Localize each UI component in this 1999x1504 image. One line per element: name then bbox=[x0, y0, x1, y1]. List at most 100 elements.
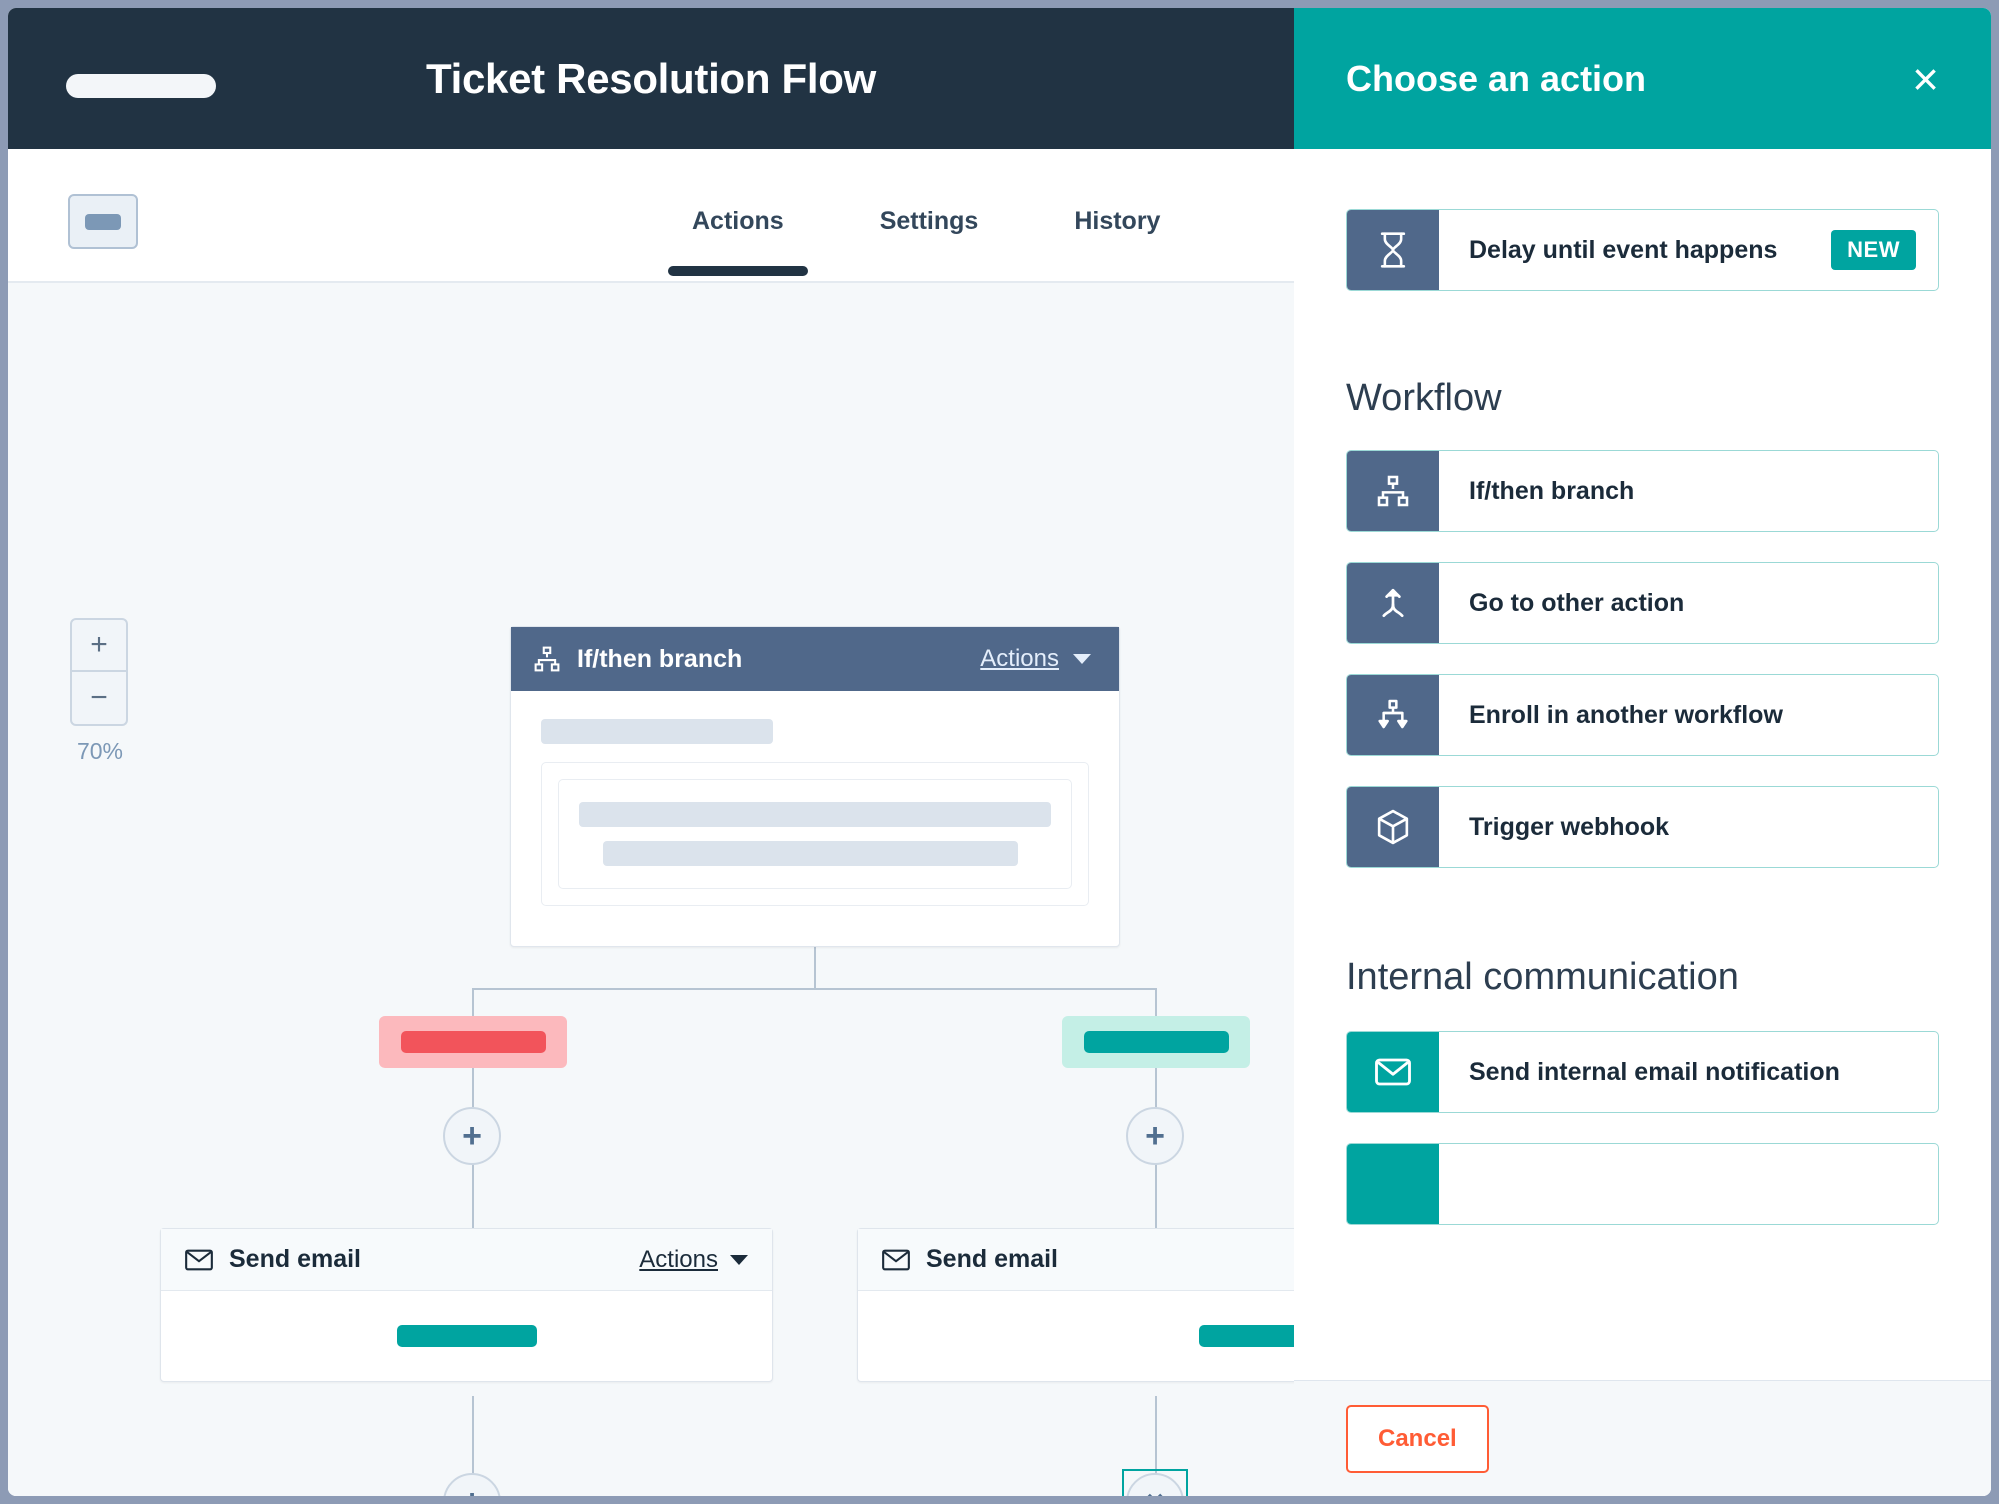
send-email-card-left-title: Send email bbox=[229, 1245, 361, 1273]
group-title-workflow: Workflow bbox=[1346, 377, 1502, 419]
workflow-canvas[interactable]: + − 70% bbox=[8, 283, 1294, 1496]
send-email-card-left[interactable]: Send email Actions bbox=[160, 1228, 773, 1382]
plus-icon: + bbox=[1145, 1117, 1165, 1155]
branch-card-header: If/then branch Actions bbox=[511, 627, 1119, 691]
branch-placeholder-line-1 bbox=[579, 802, 1051, 827]
tab-settings[interactable]: Settings bbox=[879, 207, 979, 235]
zoom-out-button[interactable]: − bbox=[70, 672, 128, 726]
toolbar-toggle-glyph bbox=[85, 213, 121, 230]
action-item-if-then-label-row: If/then branch bbox=[1439, 451, 1938, 531]
choose-action-panel-header: Choose an action × bbox=[1294, 8, 1991, 149]
status-badge: NEW bbox=[1831, 230, 1916, 270]
action-item-next-partial-label-row bbox=[1439, 1144, 1938, 1224]
hourglass-icon bbox=[1347, 210, 1439, 290]
zoom-level-label: 70% bbox=[76, 738, 124, 764]
action-item-if-then-branch[interactable]: If/then branch bbox=[1346, 450, 1939, 532]
connector-trunk bbox=[814, 920, 816, 988]
action-item-trigger-webhook-label: Trigger webhook bbox=[1469, 812, 1670, 841]
choose-action-panel-footer: Cancel bbox=[1294, 1380, 1991, 1496]
branch-card-body bbox=[511, 691, 1119, 946]
send-email-card-right-title: Send email bbox=[926, 1245, 1058, 1273]
zoom-controls: + − 70% bbox=[70, 618, 130, 765]
add-step-button-right-1[interactable]: + bbox=[1126, 1107, 1184, 1165]
branch-card-actions-dropdown[interactable]: Actions bbox=[980, 645, 1091, 673]
send-email-card-right-placeholder bbox=[1198, 1325, 1294, 1347]
tab-history[interactable]: History bbox=[1074, 207, 1161, 235]
branch-chip-left-label bbox=[400, 1031, 546, 1053]
header-placeholder-bar bbox=[66, 74, 216, 98]
add-step-button-left-2[interactable]: + bbox=[443, 1473, 501, 1496]
action-item-enroll-in-another-workflow[interactable]: Enroll in another workflow bbox=[1346, 674, 1939, 756]
branch-icon bbox=[533, 646, 561, 672]
editor-header: Ticket Resolution Flow bbox=[8, 8, 1294, 149]
choose-action-panel-body[interactable]: Delay until event happens NEW Workflow I… bbox=[1294, 149, 1991, 1496]
toolbar-toggle-button[interactable] bbox=[68, 194, 138, 249]
plus-icon: + bbox=[462, 1117, 482, 1155]
branch-chip-right[interactable] bbox=[1062, 1016, 1250, 1068]
chevron-down-icon bbox=[730, 1254, 748, 1265]
action-item-enroll-label-row: Enroll in another workflow bbox=[1439, 675, 1938, 755]
panel-title: Choose an action bbox=[1346, 57, 1647, 99]
connector-right-card-to-node bbox=[1155, 1396, 1157, 1496]
chevron-down-icon bbox=[1073, 654, 1091, 664]
cancel-button[interactable]: Cancel bbox=[1346, 1404, 1489, 1473]
branch-card-header-left: If/then branch bbox=[533, 645, 742, 674]
send-email-card-left-body bbox=[161, 1291, 772, 1381]
connector-left-card-to-node bbox=[472, 1396, 474, 1496]
action-item-send-internal-email-notification[interactable]: Send internal email notification bbox=[1346, 1031, 1939, 1113]
branch-placeholder-line-2 bbox=[602, 841, 1018, 866]
action-item-send-internal-email-label: Send internal email notification bbox=[1469, 1057, 1840, 1086]
tab-actions[interactable]: Actions bbox=[668, 199, 808, 276]
send-email-card-right-body bbox=[858, 1291, 1294, 1381]
tab-list: Actions Settings History bbox=[668, 199, 1184, 276]
send-email-card-left-actions-dropdown[interactable]: Actions bbox=[639, 1246, 748, 1274]
action-item-delay-label: Delay until event happens bbox=[1469, 235, 1778, 264]
workflow-editor-app: Ticket Resolution Flow Actions Settings … bbox=[8, 8, 1991, 1496]
action-item-go-to-label: Go to other action bbox=[1469, 588, 1685, 617]
send-email-card-left-header-left: Send email bbox=[185, 1245, 361, 1274]
enroll-workflow-icon bbox=[1347, 675, 1439, 755]
connector-split bbox=[472, 988, 1157, 990]
branch-chip-right-label bbox=[1083, 1031, 1229, 1053]
action-item-trigger-webhook-label-row: Trigger webhook bbox=[1439, 787, 1938, 867]
envelope-icon bbox=[185, 1249, 213, 1271]
merge-arrow-icon bbox=[1347, 563, 1439, 643]
close-icon[interactable]: × bbox=[1912, 52, 1939, 105]
page-title: Ticket Resolution Flow bbox=[425, 54, 876, 102]
connector-right-node-to-card bbox=[1155, 1163, 1157, 1228]
send-email-card-right-header-left: Send email bbox=[882, 1245, 1058, 1274]
action-item-go-to-label-row: Go to other action bbox=[1439, 563, 1938, 643]
send-email-card-left-header: Send email Actions bbox=[161, 1229, 772, 1291]
send-email-card-left-placeholder bbox=[396, 1325, 537, 1347]
branch-chip-left[interactable] bbox=[379, 1016, 567, 1068]
action-item-delay-label-row: Delay until event happens NEW bbox=[1439, 210, 1938, 290]
zoom-in-button[interactable]: + bbox=[70, 618, 128, 672]
envelope-icon bbox=[882, 1249, 910, 1271]
action-item-go-to-other-action[interactable]: Go to other action bbox=[1346, 562, 1939, 644]
add-step-button-left-1[interactable]: + bbox=[443, 1107, 501, 1165]
branch-card-actions-label: Actions bbox=[980, 645, 1059, 672]
action-item-next-partial[interactable] bbox=[1346, 1143, 1939, 1225]
selected-node-outline bbox=[1122, 1469, 1188, 1496]
branch-icon bbox=[1347, 451, 1439, 531]
envelope-icon bbox=[1347, 1144, 1439, 1224]
group-title-internal-communication: Internal communication bbox=[1346, 956, 1739, 998]
branch-placeholder-label bbox=[541, 719, 773, 744]
if-then-branch-card[interactable]: If/then branch Actions bbox=[510, 626, 1120, 947]
workflow-editor-pane: Ticket Resolution Flow Actions Settings … bbox=[8, 8, 1294, 1496]
connector-left-node-to-card bbox=[472, 1163, 474, 1228]
cube-icon bbox=[1347, 787, 1439, 867]
plus-icon: + bbox=[462, 1485, 482, 1496]
branch-condition-row bbox=[558, 779, 1072, 889]
close-icon: × bbox=[1146, 1487, 1164, 1497]
send-email-card-right[interactable]: Send email bbox=[857, 1228, 1294, 1382]
choose-action-panel: Choose an action × Delay until event hap… bbox=[1294, 8, 1991, 1496]
action-item-trigger-webhook[interactable]: Trigger webhook bbox=[1346, 786, 1939, 868]
send-email-card-left-actions-label: Actions bbox=[639, 1245, 718, 1273]
editor-tabbar: Actions Settings History bbox=[8, 149, 1294, 283]
envelope-icon bbox=[1347, 1032, 1439, 1112]
action-item-enroll-label: Enroll in another workflow bbox=[1469, 700, 1783, 729]
branch-condition-group bbox=[541, 762, 1089, 906]
action-item-delay-until-event[interactable]: Delay until event happens NEW bbox=[1346, 209, 1939, 291]
send-email-card-right-header: Send email bbox=[858, 1229, 1294, 1291]
